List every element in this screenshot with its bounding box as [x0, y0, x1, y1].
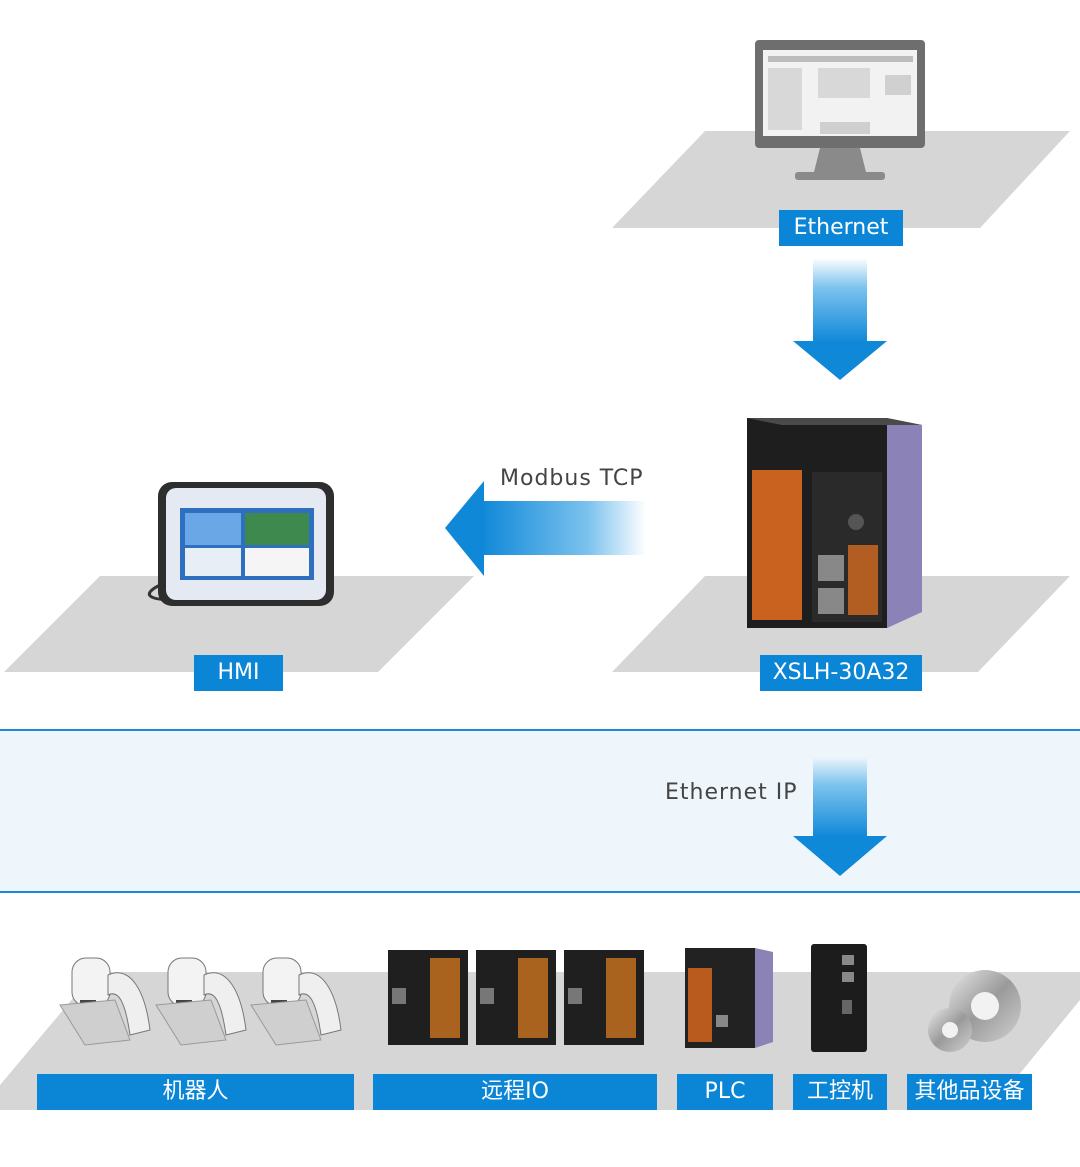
plc-device-icon: [747, 418, 922, 628]
arrow-left: [445, 481, 646, 576]
plc-node-label: XSLH-30A32: [760, 655, 922, 691]
ethernet-ip-band: [0, 729, 1080, 893]
device-label-robot: 机器人: [37, 1074, 354, 1110]
device-label-ipc: 工控机: [793, 1074, 887, 1110]
remote-io-icon-3: [564, 950, 644, 1045]
robot-icon-3: [250, 957, 342, 1046]
monitor-icon: [755, 40, 925, 180]
hmi-platform: [4, 576, 474, 672]
hmi-node-label: HMI: [194, 655, 283, 691]
device-label-plc: PLC: [677, 1074, 773, 1110]
remote-io-icon-1: [388, 950, 468, 1045]
ethernet-node-label: Ethernet: [779, 210, 903, 246]
gears-icon: [928, 970, 1021, 1052]
robot-icon-2: [155, 957, 247, 1046]
modbus-tcp-label: Modbus TCP: [500, 466, 644, 491]
arrow-down-ethernet-ip-overlay: [793, 757, 887, 876]
hmi-device-icon: [147, 482, 334, 606]
industrial-pc-icon: [811, 944, 867, 1052]
device-label-other: 其他品设备: [907, 1074, 1032, 1110]
device-label-remote-io: 远程IO: [373, 1074, 657, 1110]
ethernet-ip-label: Ethernet IP: [665, 780, 798, 805]
small-plc-icon: [685, 948, 773, 1048]
arrow-down-top: [793, 258, 887, 380]
remote-io-icon-2: [476, 950, 556, 1045]
robot-icon-1: [59, 957, 151, 1046]
